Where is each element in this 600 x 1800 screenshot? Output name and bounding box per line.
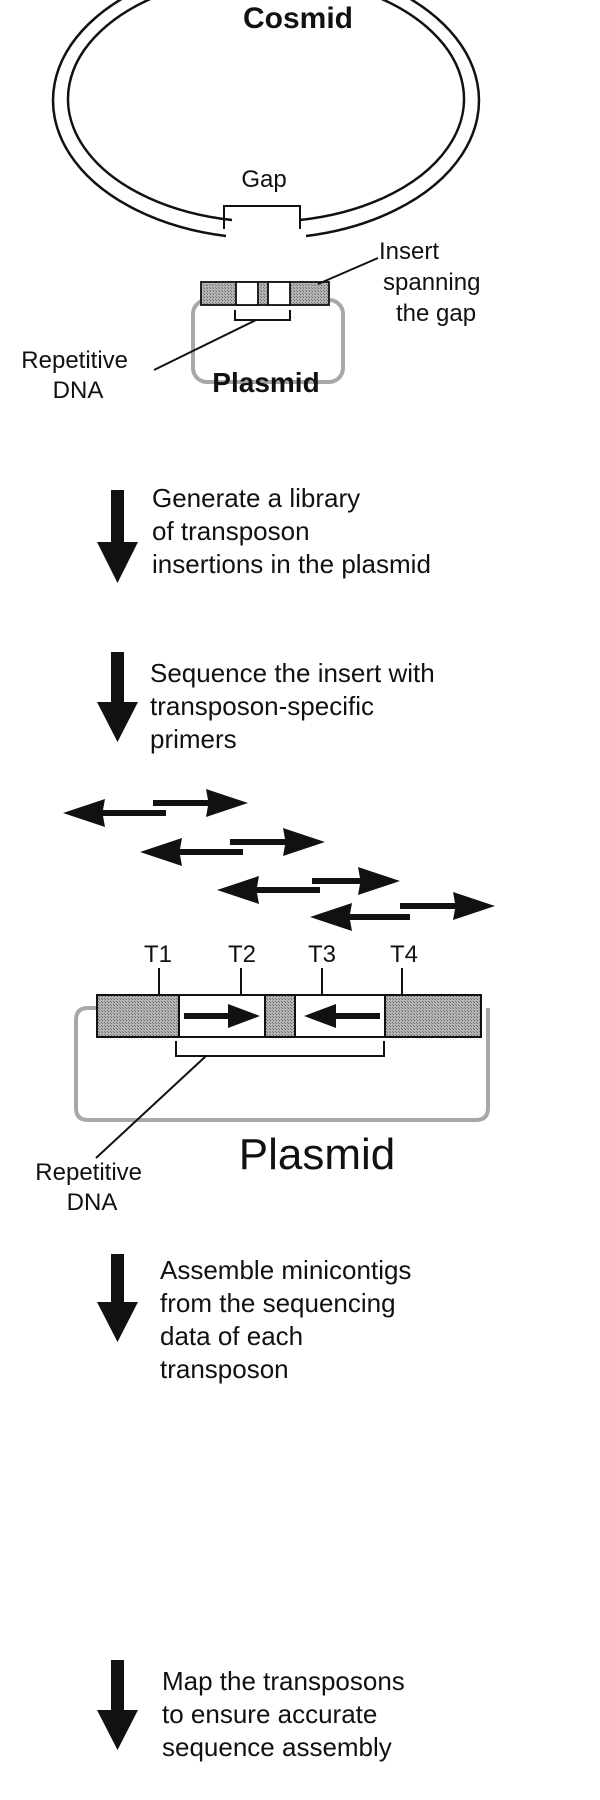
plasmid-label: Plasmid	[239, 1130, 396, 1179]
transposon-label-t1: T1	[144, 941, 172, 968]
cosmid-title: Cosmid	[243, 2, 353, 35]
gap-bracket	[223, 205, 301, 229]
step-1-arrow-icon	[97, 490, 138, 583]
plasmid-insert	[96, 994, 482, 1038]
read-pair-2	[140, 828, 325, 866]
small-repetitive-bracket	[234, 310, 291, 321]
repetitive-leader	[95, 1055, 207, 1159]
small-repetitive-label: Repetitive DNA	[21, 347, 134, 404]
step-2-arrow-icon	[97, 652, 138, 742]
transposon-label-t3: T3	[308, 941, 336, 968]
read-pair-3	[217, 867, 400, 904]
transposon-insertions: T1 T2 T3 T4	[144, 941, 418, 995]
read-pair-4	[310, 892, 495, 931]
step-3-text: Assemble minicontigs from the sequencing…	[160, 1255, 419, 1384]
transposon-label-t4: T4	[390, 941, 418, 968]
step-4-arrow-icon	[97, 1660, 138, 1750]
step-2-text: Sequence the insert with transposon-spec…	[150, 658, 442, 754]
read-pair-1	[63, 789, 248, 827]
sequencing-reads	[63, 789, 495, 931]
repetitive-bracket	[175, 1041, 385, 1057]
step-3-arrow-icon	[97, 1254, 138, 1342]
small-repetitive-leader	[153, 319, 257, 371]
cosmid-ring	[51, 0, 481, 238]
step-4-text: Map the transposons to ensure accurate s…	[162, 1666, 412, 1762]
gap-label: Gap	[241, 166, 286, 193]
plasmid-outline	[74, 1006, 490, 1122]
insert-leader	[317, 257, 379, 285]
insert-label: Insert spanning the gap	[379, 238, 487, 327]
small-plasmid-label: Plasmid	[212, 367, 319, 398]
small-insert	[200, 281, 330, 306]
repetitive-label: Repetitive DNA	[35, 1159, 148, 1216]
transposon-label-t2: T2	[228, 941, 256, 968]
repeat-orientation-arrows	[184, 1004, 380, 1028]
step-1-text: Generate a library of transposon inserti…	[152, 483, 431, 579]
